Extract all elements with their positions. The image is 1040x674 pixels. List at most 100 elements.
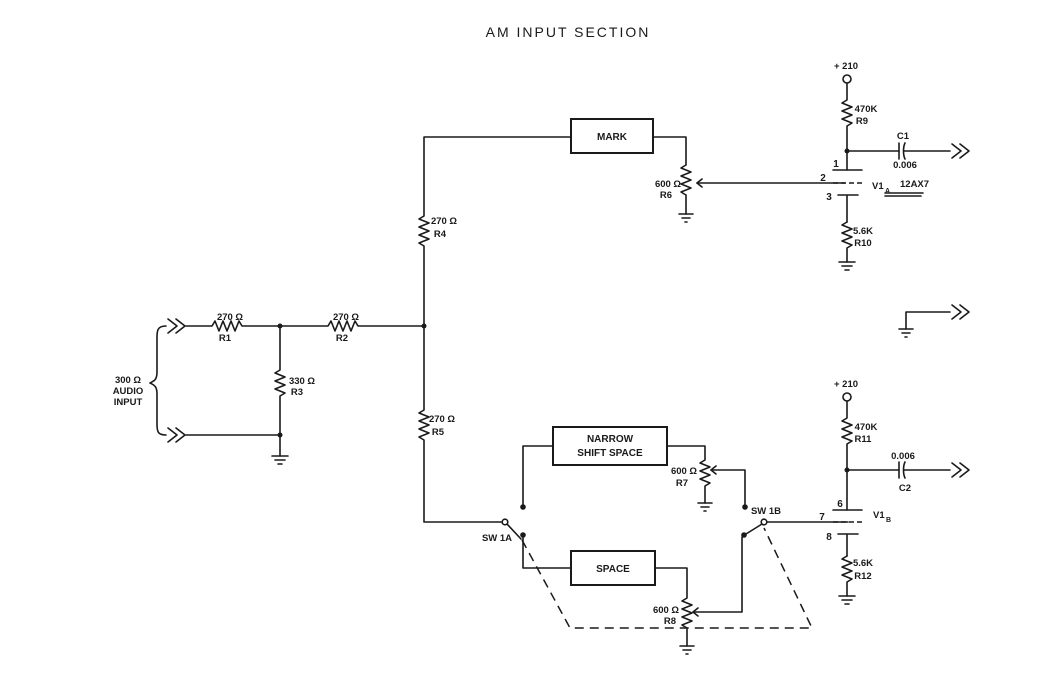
space-filter-box [570,550,656,586]
tube-type-underline [884,192,924,197]
svg-text:R11: R11 [855,434,873,445]
sw1b-blade [745,523,763,535]
resistor-r7: 600 Ω R7 [671,466,697,489]
svg-text:0.006: 0.006 [893,160,917,171]
output-connector-a [951,143,970,159]
svg-text:470K: 470K [855,104,878,115]
svg-text:R12: R12 [854,571,871,582]
resistor-r10: 5.6K R10 [853,226,873,249]
svg-text:C1: C1 [897,131,910,142]
resistor-r1: 270 Ω R1 [217,312,243,344]
svg-text:R2: R2 [336,333,348,344]
output-connector-b [951,462,970,478]
svg-text:0.006: 0.006 [891,451,915,462]
resistor-r9: 470K R9 [855,104,878,127]
capacitor-c2-plate-b [902,461,906,479]
resistor-r8: 600 Ω R8 [653,605,679,627]
mark-to-r6-wire [652,136,692,215]
pin-8-label: 8 [826,532,832,543]
tube-v1a-cathode [837,194,859,223]
svg-text:600 Ω: 600 Ω [671,466,697,477]
sw1b-label: SW 1B [751,506,781,517]
ground-r10 [838,261,856,271]
sw1a-label: SW 1A [482,533,512,544]
r9-plate-wire [841,82,853,171]
r8-wiper-arrow [692,607,699,617]
space-to-r8-wire [654,567,693,647]
narrow-left-wire [522,445,554,506]
supply-terminal-top [842,74,852,84]
svg-text:270 Ω: 270 Ω [429,414,455,425]
capacitor-c2: 0.006 C2 [891,451,915,494]
narrow-shift-label-1: NARROW [587,434,634,445]
svg-text:330 Ω: 330 Ω [289,376,315,387]
input-brace [149,325,167,436]
mark-filter-label: MARK [597,132,628,143]
svg-text:270 Ω: 270 Ω [431,216,457,227]
output-connector-ground [951,304,970,320]
mark-filter-box [570,118,654,154]
svg-text:B: B [886,517,891,524]
narrow-shift-label-2: SHIFT SPACE [577,448,643,459]
svg-text:600 Ω: 600 Ω [655,179,681,190]
narrow-shift-space-box [552,426,668,466]
resistor-r6: 600 Ω R6 [655,179,681,201]
ground-output-wire [905,311,951,330]
svg-text:R10: R10 [854,238,871,249]
capacitor-c1: C1 0.006 [893,131,917,171]
resistor-r3: 330 Ω R3 [289,376,315,398]
tube-v1a-label: V1 A 12AX7 [872,179,929,195]
ground-r12 [838,595,856,605]
narrow-to-r7-wire [666,445,711,504]
input-connector-bottom [167,427,186,443]
svg-text:R4: R4 [434,229,447,240]
svg-text:C2: C2 [899,483,911,494]
junction-bottom [277,432,283,438]
tube-type-label: 12AX7 [900,179,929,190]
sw1a-contact-space [520,532,526,538]
diagram-title: AM INPUT SECTION [486,24,651,40]
tube-v1b-cathode [837,533,859,557]
svg-text:R8: R8 [664,616,676,627]
svg-text:R6: R6 [660,190,672,201]
tube-v1b-label: V1 B [873,510,891,524]
audio-input-label-2: AUDIO [113,386,144,397]
bus-up-r4 [418,136,572,327]
sw1a-common [501,518,509,526]
switch-gang-link [521,527,814,629]
ground-output-symbol [898,328,914,338]
r12-cathode-wire [841,555,853,597]
svg-text:600 Ω: 600 Ω [653,605,679,616]
sw1b-contact-space [741,532,747,538]
space-filter-label: SPACE [596,564,630,575]
svg-text:V1: V1 [873,510,885,521]
ground-r6 [678,213,694,223]
supply-label-bottom: + 210 [834,379,858,390]
pin-3-label: 3 [826,192,832,203]
resistor-r4: 270 Ω R4 [431,216,457,240]
ground-r8 [679,645,695,655]
audio-input-label-1: 300 Ω [115,375,141,386]
resistor-r11: 470K R11 [855,422,878,445]
svg-text:R1: R1 [219,333,232,344]
r7-wiper [710,469,746,506]
svg-text:R3: R3 [291,387,303,398]
svg-text:270 Ω: 270 Ω [333,312,359,323]
input-connector-top [167,318,186,334]
svg-text:470K: 470K [855,422,878,433]
r6-wiper-arrow [696,178,703,188]
r8-wiper [692,536,743,613]
ground-r7 [697,502,713,512]
resistor-r3-wire [274,325,286,457]
svg-text:R5: R5 [432,427,445,438]
bus-down-r5 [418,325,504,523]
resistor-r5: 270 Ω R5 [429,414,455,438]
space-left-wire [522,536,572,569]
svg-text:R7: R7 [676,478,688,489]
capacitor-c1-plate-b [902,142,906,160]
r11-plate-wire [841,400,853,511]
svg-text:V1: V1 [872,181,884,192]
svg-text:A: A [885,188,890,195]
